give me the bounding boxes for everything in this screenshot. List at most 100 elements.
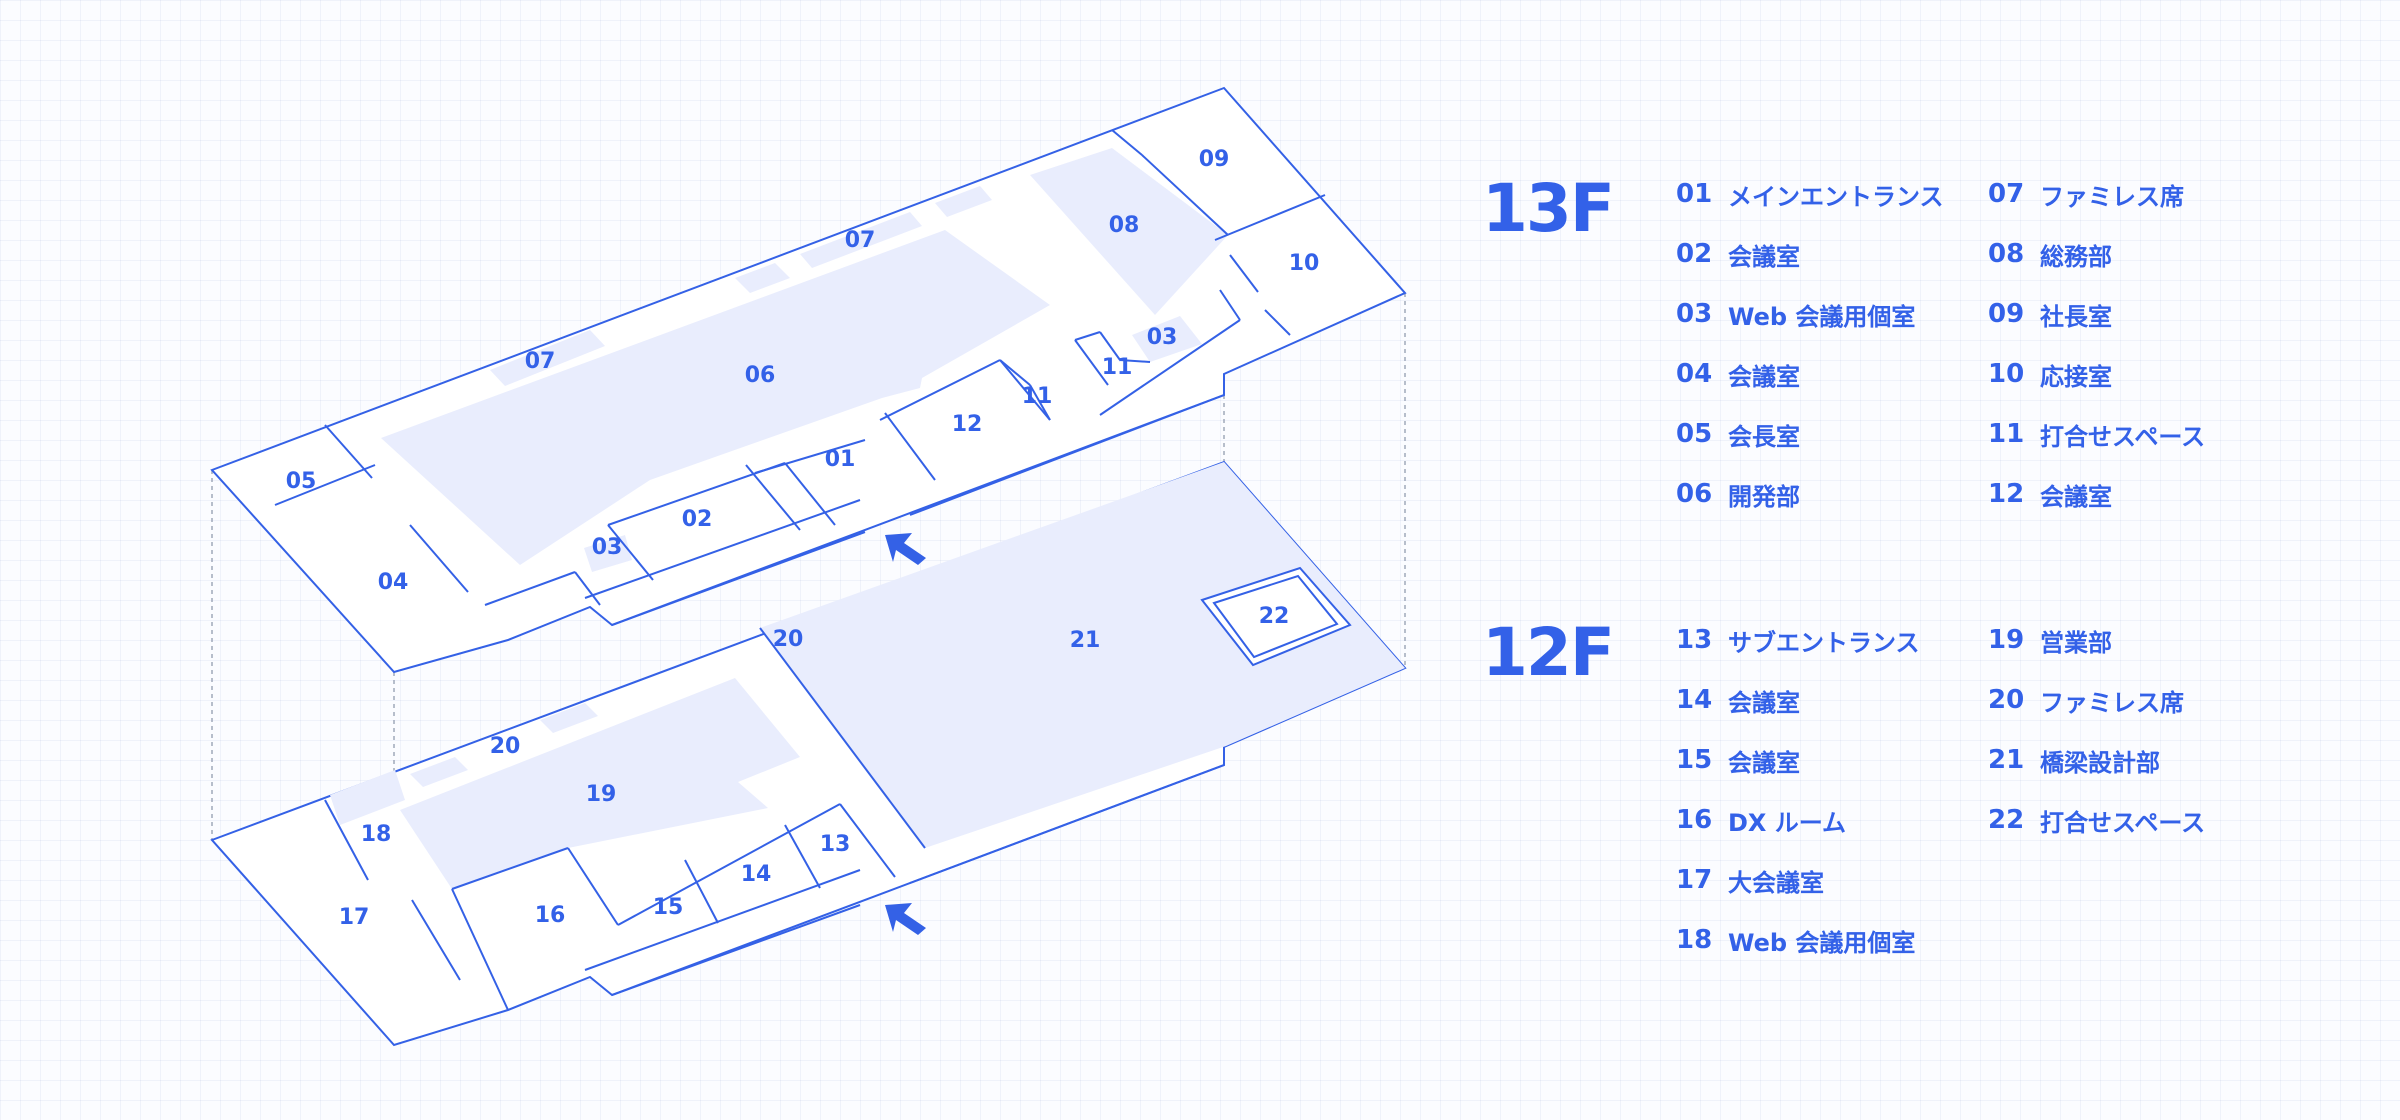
- legend-name: 会長室: [1728, 422, 1800, 451]
- legend-number: 14: [1676, 685, 1713, 715]
- legend-item: 04 会議室: [1676, 354, 1800, 394]
- room-label-01: 01: [825, 447, 856, 472]
- legend-item: 06 開発部: [1676, 474, 1800, 514]
- room-label-14: 14: [741, 862, 772, 887]
- room-07-zone-a: [490, 330, 605, 386]
- floor-12f: [210, 460, 1407, 1047]
- room-label-03b: 03: [1147, 325, 1178, 350]
- room-label-16: 16: [535, 903, 566, 928]
- legend-item: 17 大会議室: [1676, 860, 1824, 900]
- room-label-02: 02: [682, 507, 713, 532]
- room-label-13: 13: [820, 832, 851, 857]
- legend-number: 04: [1676, 359, 1713, 389]
- legend-name: 橋梁設計部: [2040, 748, 2160, 777]
- floor-title-13f: 13F: [1482, 170, 1615, 247]
- legend-name: Web 会議用個室: [1728, 302, 1916, 331]
- legend-number: 05: [1676, 419, 1713, 449]
- room-03a-zone: [584, 535, 632, 572]
- room-20-zone-a: [410, 757, 468, 787]
- legend-number: 02: [1676, 239, 1713, 269]
- room-label-11b: 11: [1102, 355, 1133, 380]
- legend-name: ファミレス席: [2040, 182, 2184, 211]
- legend-name: 営業部: [2040, 628, 2112, 657]
- legend-item: 20 ファミレス席: [1988, 680, 2184, 720]
- room-08-zone: [1030, 148, 1228, 315]
- room-label-21: 21: [1070, 628, 1101, 653]
- legend-item: 03 Web 会議用個室: [1676, 294, 1915, 334]
- room-06-zone: [381, 230, 1050, 565]
- room-label-05: 05: [286, 469, 317, 494]
- legend-name: 会議室: [2040, 482, 2112, 511]
- legend-number: 10: [1988, 359, 2025, 389]
- legend-number: 01: [1676, 179, 1713, 209]
- room-label-22: 22: [1259, 604, 1290, 629]
- room-20-zone-b: [540, 703, 598, 733]
- legend-item: 08 総務部: [1988, 234, 2112, 274]
- room-label-09: 09: [1199, 147, 1230, 172]
- legend-number: 20: [1988, 685, 2025, 715]
- room-label-12: 12: [952, 412, 983, 437]
- floor-13f: [210, 86, 1407, 674]
- legend-item: 07 ファミレス席: [1988, 174, 2184, 214]
- room-label-03a: 03: [592, 535, 623, 560]
- walls-13f: [274, 129, 1326, 626]
- legend-number: 22: [1988, 805, 2025, 835]
- room-label-15: 15: [653, 895, 684, 920]
- legend-name: 総務部: [2040, 242, 2112, 271]
- legend-name: 会議室: [1728, 242, 1800, 271]
- room-18-zone: [330, 770, 405, 825]
- room-labels-13f: 01 02 03 03 04 05 06 07 07 08 09 10 11 1…: [286, 147, 1320, 595]
- room-label-08: 08: [1109, 213, 1140, 238]
- legend-number: 18: [1676, 925, 1713, 955]
- legend-name: 打合せスペース: [2040, 422, 2206, 451]
- legend-name: ファミレス席: [2040, 688, 2184, 717]
- legend-number: 08: [1988, 239, 2025, 269]
- legend-number: 07: [1988, 179, 2025, 209]
- room-07-zone-c: [800, 212, 922, 268]
- entrance-arrow-icon: [885, 903, 926, 935]
- legend-number: 17: [1676, 865, 1713, 895]
- legend-item: 21 橋梁設計部: [1988, 740, 2160, 780]
- legend-name: 打合せスペース: [2040, 808, 2206, 837]
- room-21-zone: [760, 462, 1405, 848]
- room-22-outline: [1200, 566, 1352, 667]
- room-label-04: 04: [378, 570, 409, 595]
- legend-item: 22 打合せスペース: [1988, 800, 2205, 840]
- room-03b-zone: [1132, 316, 1202, 362]
- room-label-18: 18: [361, 822, 392, 847]
- legend-number: 09: [1988, 299, 2025, 329]
- legend-number: 15: [1676, 745, 1713, 775]
- legend-number: 21: [1988, 745, 2025, 775]
- room-label-10: 10: [1289, 251, 1320, 276]
- legend-item: 12 会議室: [1988, 474, 2112, 514]
- legend-item: 05 会長室: [1676, 414, 1800, 454]
- room-labels-12f: 13 14 15 16 17 18 19 20 20 21 22: [339, 604, 1290, 930]
- legend-name: 会議室: [1728, 362, 1800, 391]
- room-label-07b: 07: [845, 228, 876, 253]
- legend-number: 12: [1988, 479, 2025, 509]
- legend-name: 開発部: [1728, 482, 1800, 511]
- room-label-06: 06: [745, 363, 776, 388]
- legend-number: 11: [1988, 419, 2025, 449]
- legend-number: 03: [1676, 299, 1713, 329]
- legend-name: 大会議室: [1728, 868, 1824, 897]
- room-label-20a: 20: [490, 734, 521, 759]
- legend-number: 06: [1676, 479, 1713, 509]
- room-07-zone-d: [935, 186, 992, 217]
- floor-title-12f: 12F: [1482, 614, 1615, 691]
- room-label-17: 17: [339, 905, 370, 930]
- room-07-zone-b: [735, 263, 790, 293]
- legend-name: 応接室: [2040, 362, 2112, 391]
- room-22-inner: [1212, 574, 1339, 659]
- legend-name: DX ルーム: [1728, 808, 1847, 837]
- room-label-07a: 07: [525, 349, 556, 374]
- legend-name: サブエントランス: [1728, 628, 1920, 657]
